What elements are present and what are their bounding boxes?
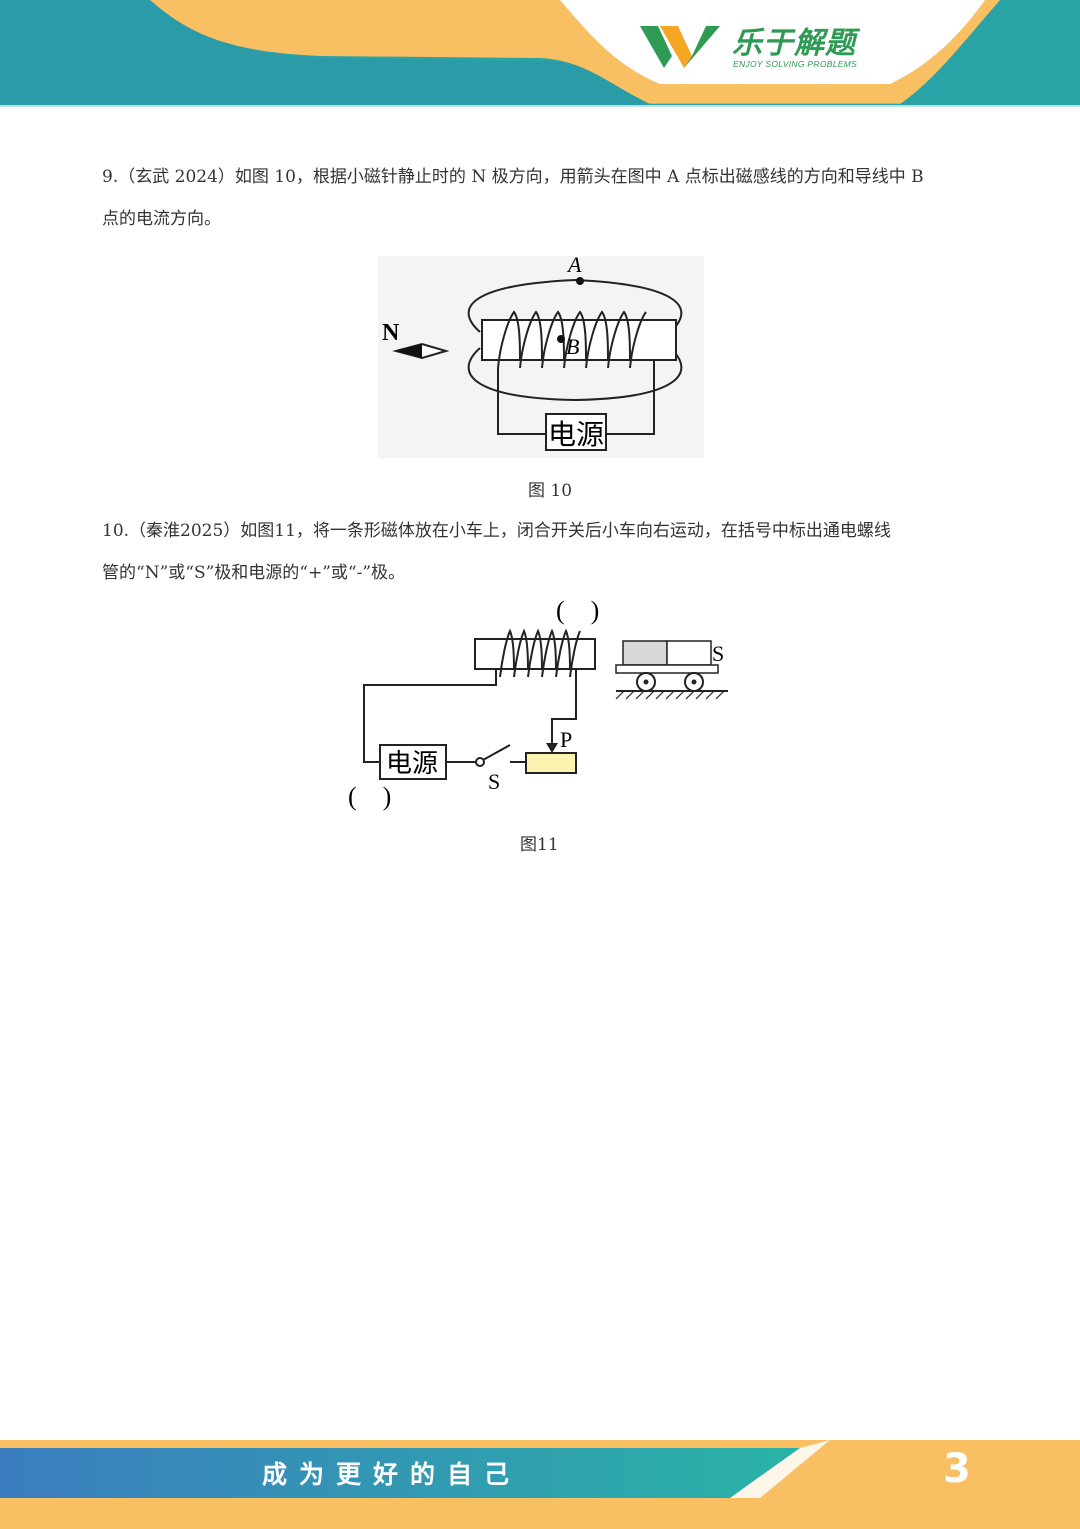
question-text-line: 10.（秦淮2025）如图11，将一条形磁体放在小车上，闭合开关后小车向右运动，… [102,521,891,541]
footer-slogan: 成为更好的自己 [262,1460,522,1489]
footer-banner [0,1440,1080,1529]
power-pole-bracket: ( ) [348,782,391,811]
question-text-line: 9.（玄武 2024）如图 10，根据小磁针静止时的 N 极方向，用箭头在图中 … [102,167,924,187]
power-label: 电源 [386,749,438,778]
power-label: 电源 [548,419,604,451]
page-number: 3 [943,1446,971,1492]
question-text-line: 点的电流方向。 [102,209,221,229]
figure-10-caption: 图 10 [528,481,573,501]
needle-pole-label: N [382,320,400,346]
figure-10-diagram: A B 电源 N [378,252,704,458]
slider-label: P [560,727,572,752]
question-10-text: 10.（秦淮2025）如图11，将一条形磁体放在小车上，闭合开关后小车向右运动，… [102,510,992,594]
solenoid-pole-bracket: ( ) [556,596,599,625]
magnet-pole-label: S [712,641,724,666]
question-text-line: 管的“N”或“S”极和电源的“+”或“-”极。 [102,563,406,583]
switch-label: S [488,769,500,794]
question-9-text: 9.（玄武 2024）如图 10，根据小磁针静止时的 N 极方向，用箭头在图中 … [102,156,992,240]
brand-name: 乐于解题 [732,26,856,61]
header-banner [0,0,1080,107]
point-a-label: A [566,252,582,277]
figure-11-caption: 图11 [520,835,559,855]
brand-subtitle: ENJOY SOLVING PROBLEMS [733,59,858,69]
figure-11-diagram: ( ) P 电源 S ( ) S [348,596,728,811]
point-b-label: B [566,334,579,359]
logo-icon [640,26,720,68]
